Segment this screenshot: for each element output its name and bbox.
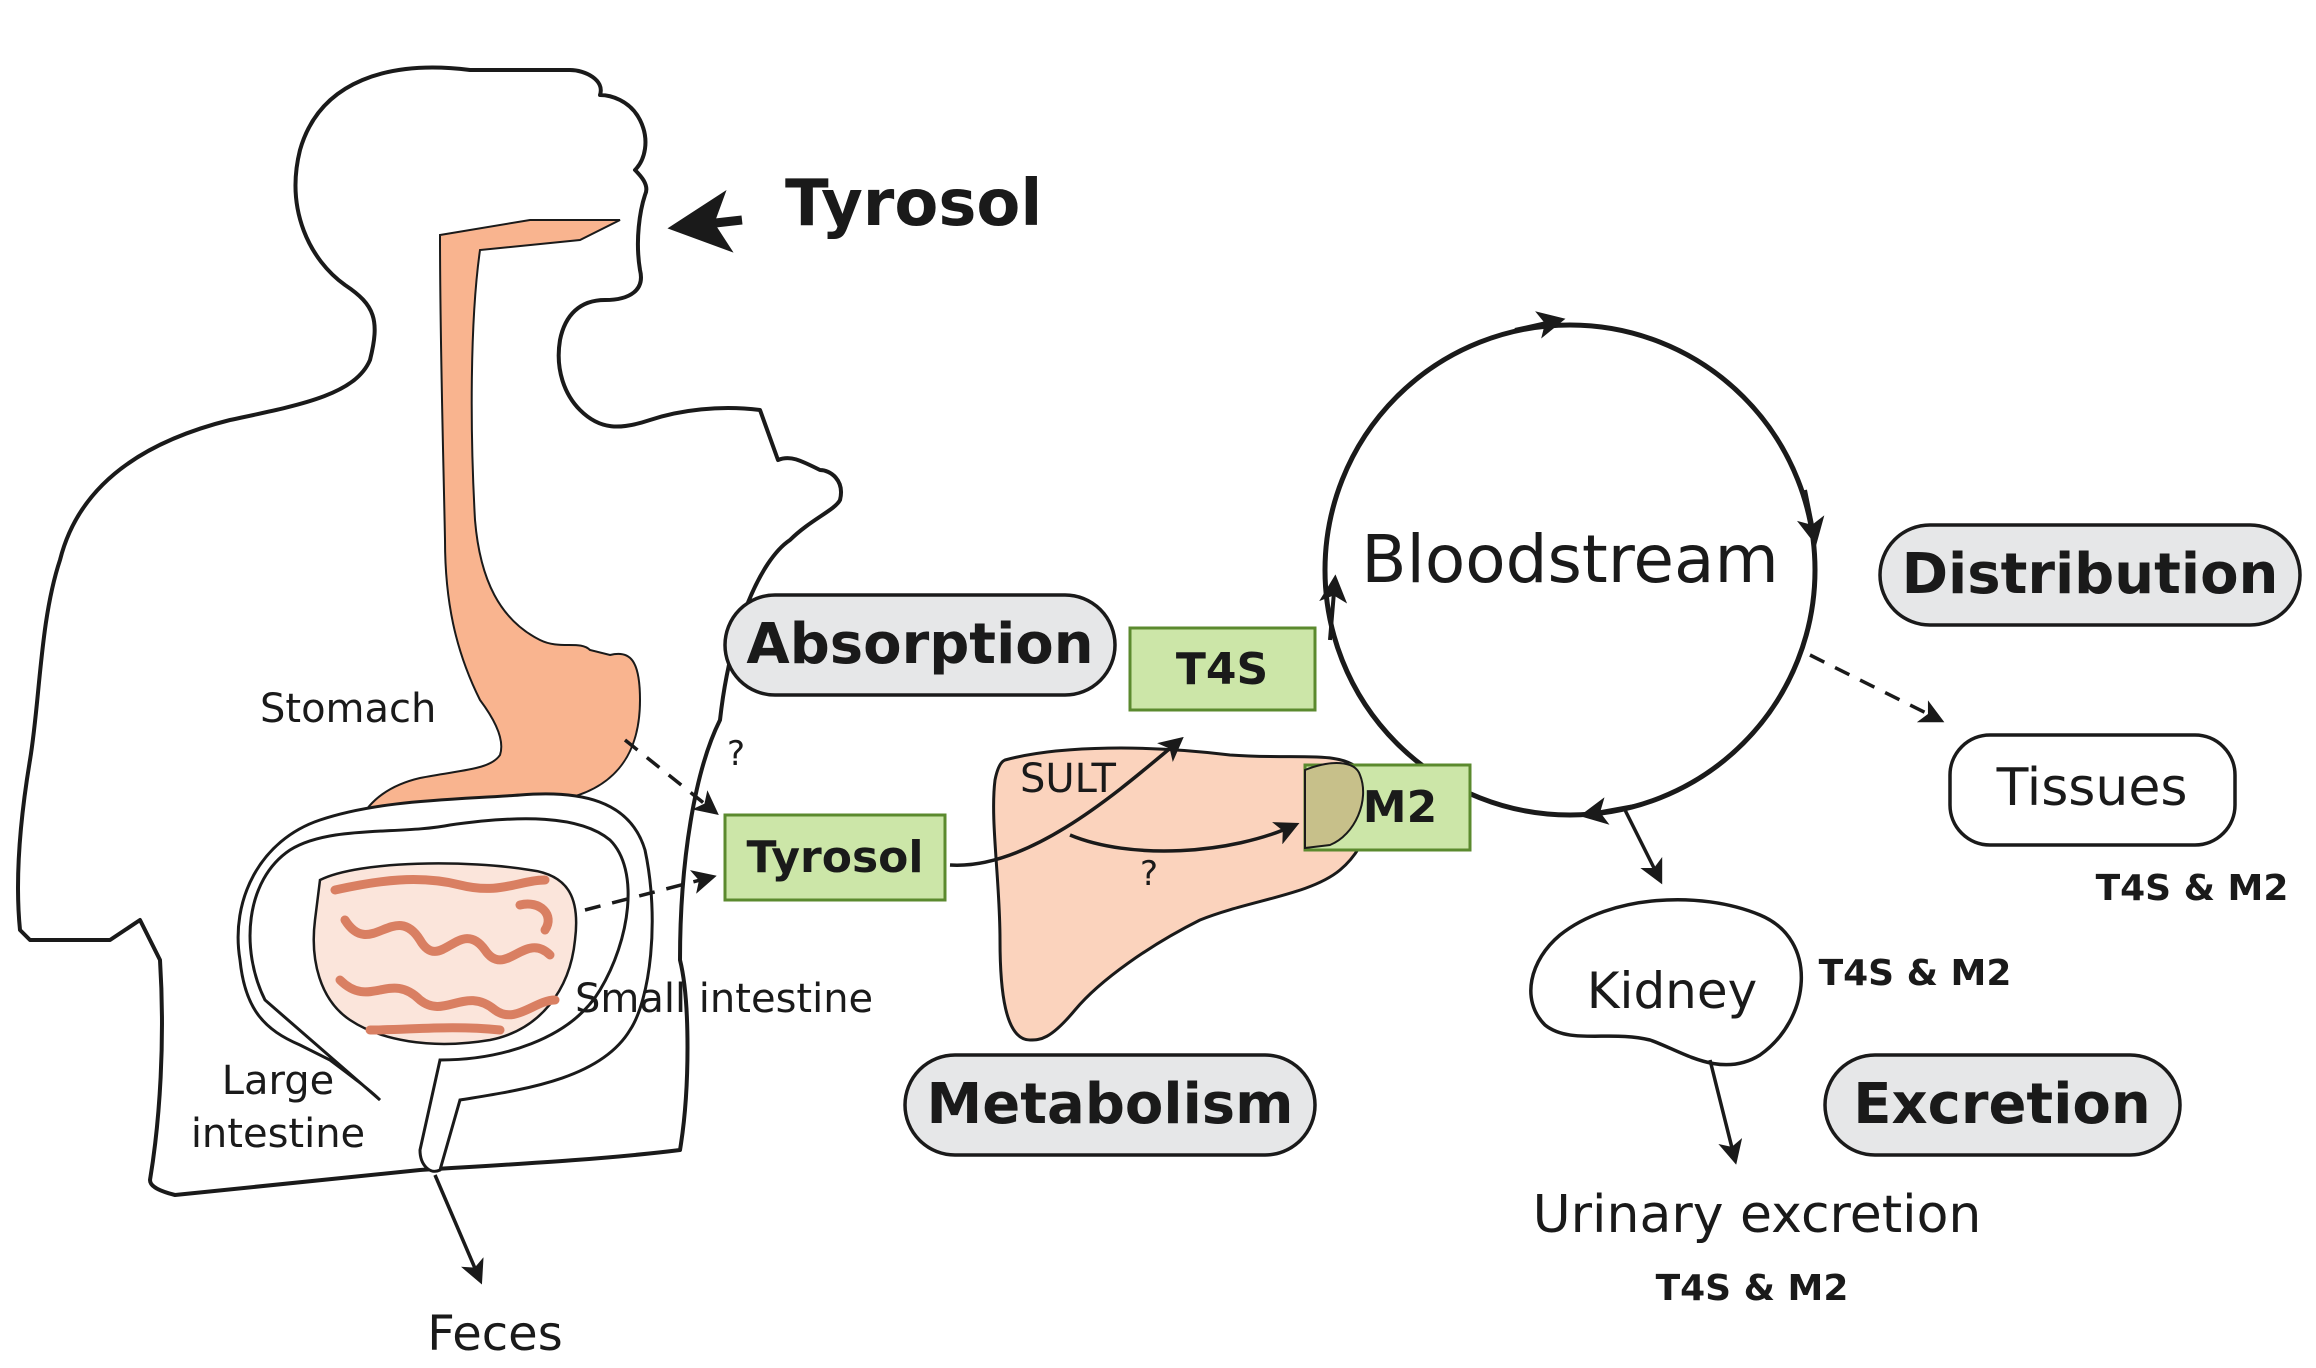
tissues-label: Tissues: [1996, 758, 2188, 818]
bloodstream-arrow-bottom: [1579, 797, 1641, 825]
distribution-label: Distribution: [1902, 542, 2279, 607]
stomach-to-tyrosol-arrow: [623, 738, 719, 816]
absorption-label: Absorption: [746, 612, 1093, 677]
bloodstream-arrow-left: [1319, 574, 1348, 641]
intestine-to-tyrosol-arrow: [584, 870, 717, 912]
liver-organ: [992, 746, 1375, 1042]
bloodstream-circle: [1322, 322, 1818, 818]
liver-path-question-mark: ?: [1140, 854, 1158, 894]
tyrosol-compound-label: Tyrosol: [747, 832, 924, 883]
tyrosol-box: [723, 813, 947, 902]
absorption-pill: [723, 593, 1117, 697]
m2-compound-label: M2: [1363, 782, 1437, 833]
m2-liver-overlap: [1304, 762, 1365, 850]
bloodstream-arrow-right: [1796, 489, 1825, 546]
intestine-loops: [330, 875, 560, 1035]
stomach-label: Stomach: [260, 686, 436, 732]
large-intestine-label-line1: Large: [222, 1058, 335, 1104]
sult-arrow: [949, 736, 1184, 867]
kidney-outline: [1529, 897, 1804, 1067]
large-intestine-organ: [236, 792, 654, 1173]
urine-metabolites-label: T4S & M2: [1656, 1268, 1849, 1309]
distribution-pill: [1878, 523, 2302, 627]
bloodstream-label: Bloodstream: [1361, 521, 1779, 598]
m2-formation-arrow: [1069, 822, 1300, 853]
kidney-label: Kidney: [1587, 962, 1757, 1020]
kidney-to-urine-arrow: [1708, 1059, 1743, 1165]
tissues-metabolites-label: T4S & M2: [2096, 868, 2289, 909]
feces-label: Feces: [427, 1306, 562, 1362]
bloodstream-arrow-top: [1514, 311, 1566, 339]
large-intestine-label-line2: intestine: [191, 1111, 365, 1157]
blood-to-tissues-arrow: [1809, 653, 1945, 723]
input-tyrosol-label: Tyrosol: [785, 167, 1042, 241]
excretion-pill: [1823, 1053, 2182, 1157]
urinary-excretion-label: Urinary excretion: [1533, 1185, 1982, 1245]
t4s-box: [1128, 626, 1317, 712]
intake-arrow: [667, 190, 743, 253]
stomach-path-question-mark: ?: [727, 734, 745, 774]
t4s-compound-label: T4S: [1176, 644, 1268, 695]
kidney-metabolites-label: T4S & M2: [1819, 953, 2012, 994]
small-intestine-label: Small intestine: [575, 976, 873, 1022]
feces-arrow: [433, 1174, 484, 1285]
blood-to-kidney-arrow: [1623, 809, 1663, 885]
metabolism-pill: [903, 1053, 1317, 1157]
sult-enzyme-label: SULT: [1020, 756, 1116, 802]
tissues-box: [1948, 733, 2237, 847]
excretion-label: Excretion: [1853, 1072, 2150, 1137]
metabolism-label: Metabolism: [927, 1072, 1294, 1137]
